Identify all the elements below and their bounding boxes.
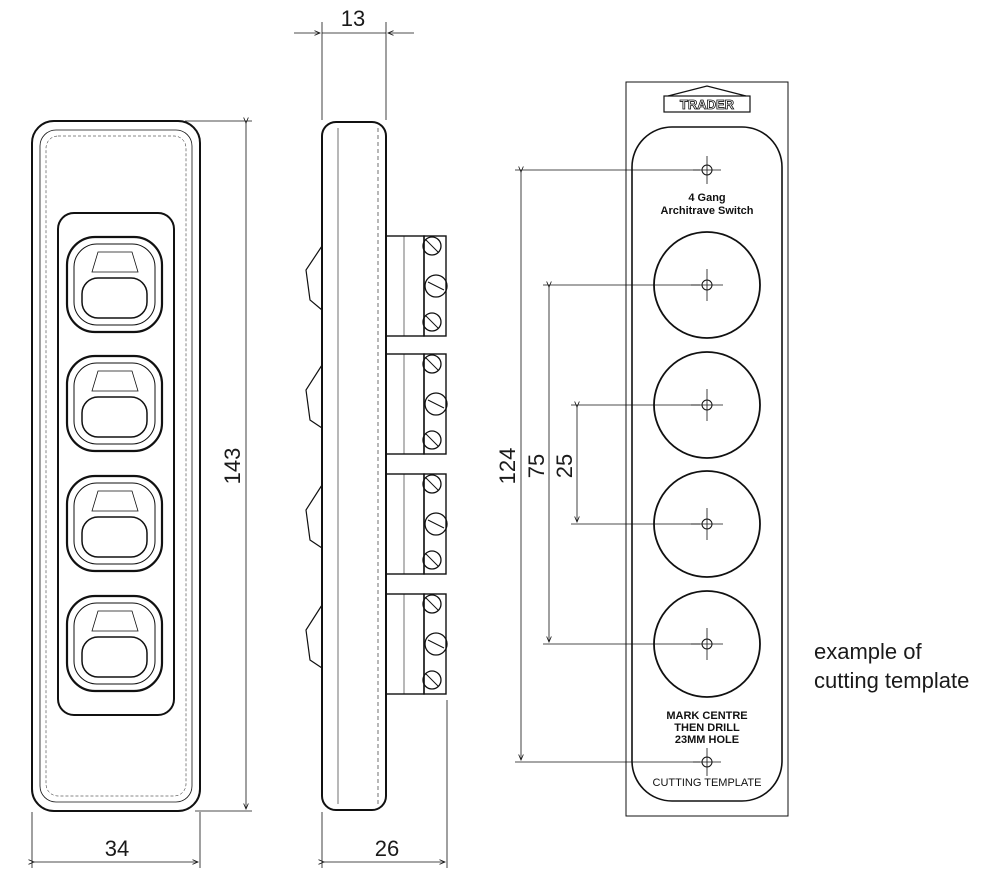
- rocker-3: [65, 474, 164, 573]
- cutting-template: TRADER 4 Gang Architrave Switch: [495, 81, 789, 817]
- dimension-front-height: 143: [185, 121, 252, 812]
- rocker-1: [65, 235, 164, 334]
- terminal-block-4: [385, 593, 448, 695]
- front-plate-bevel: [45, 135, 187, 797]
- terminal-block-2: [385, 353, 448, 455]
- note-line-2: cutting template: [814, 668, 969, 693]
- dimension-side-depth-top: 13: [294, 6, 414, 120]
- front-plate-outline: [31, 120, 201, 812]
- rocker-edge-3: [305, 484, 323, 549]
- rocker-edge-2: [305, 364, 323, 429]
- product-line-1: 4 Gang: [688, 192, 725, 204]
- rocker-2: [65, 354, 164, 453]
- side-plate: [321, 121, 387, 811]
- instruction-line-1: MARK CENTRE: [666, 710, 747, 722]
- rocker-4: [65, 594, 164, 693]
- dimension-label-13: 13: [341, 6, 365, 31]
- dimension-template-inner-pitch: 25: [552, 405, 700, 525]
- template-footer: CUTTING TEMPLATE: [653, 777, 762, 789]
- front-plate-inner-edge: [39, 129, 193, 803]
- dimension-template-outer-pitch: 75: [524, 285, 700, 645]
- front-view: 34 143: [32, 121, 252, 868]
- trader-logo: TRADER: [663, 85, 751, 113]
- template-sheet: [625, 81, 789, 817]
- dimension-label-34: 34: [105, 836, 129, 861]
- dimension-label-25: 25: [552, 454, 577, 478]
- terminal-block-3: [385, 473, 448, 575]
- dimension-label-75: 75: [524, 454, 549, 478]
- side-view: 13 26: [294, 6, 448, 868]
- product-line-2: Architrave Switch: [661, 205, 754, 217]
- note-line-1: example of: [814, 639, 923, 664]
- dimension-label-143: 143: [220, 448, 245, 485]
- dimension-template-total: 124: [495, 170, 700, 763]
- dimension-label-124: 124: [495, 448, 520, 485]
- rocker-edge-1: [305, 245, 323, 311]
- dimension-side-depth-bottom: 26: [322, 700, 448, 868]
- dimension-label-26: 26: [375, 836, 399, 861]
- template-plate-outline: [631, 126, 783, 802]
- instruction-line-2: THEN DRILL: [674, 722, 740, 734]
- dimension-front-width: 34: [32, 812, 201, 868]
- rocker-edge-4: [305, 604, 323, 669]
- instruction-line-3: 23MM HOLE: [675, 734, 739, 746]
- switch-mechanism-panel: [57, 212, 175, 716]
- brand-text: TRADER: [680, 97, 735, 112]
- terminal-block-1: [385, 235, 448, 337]
